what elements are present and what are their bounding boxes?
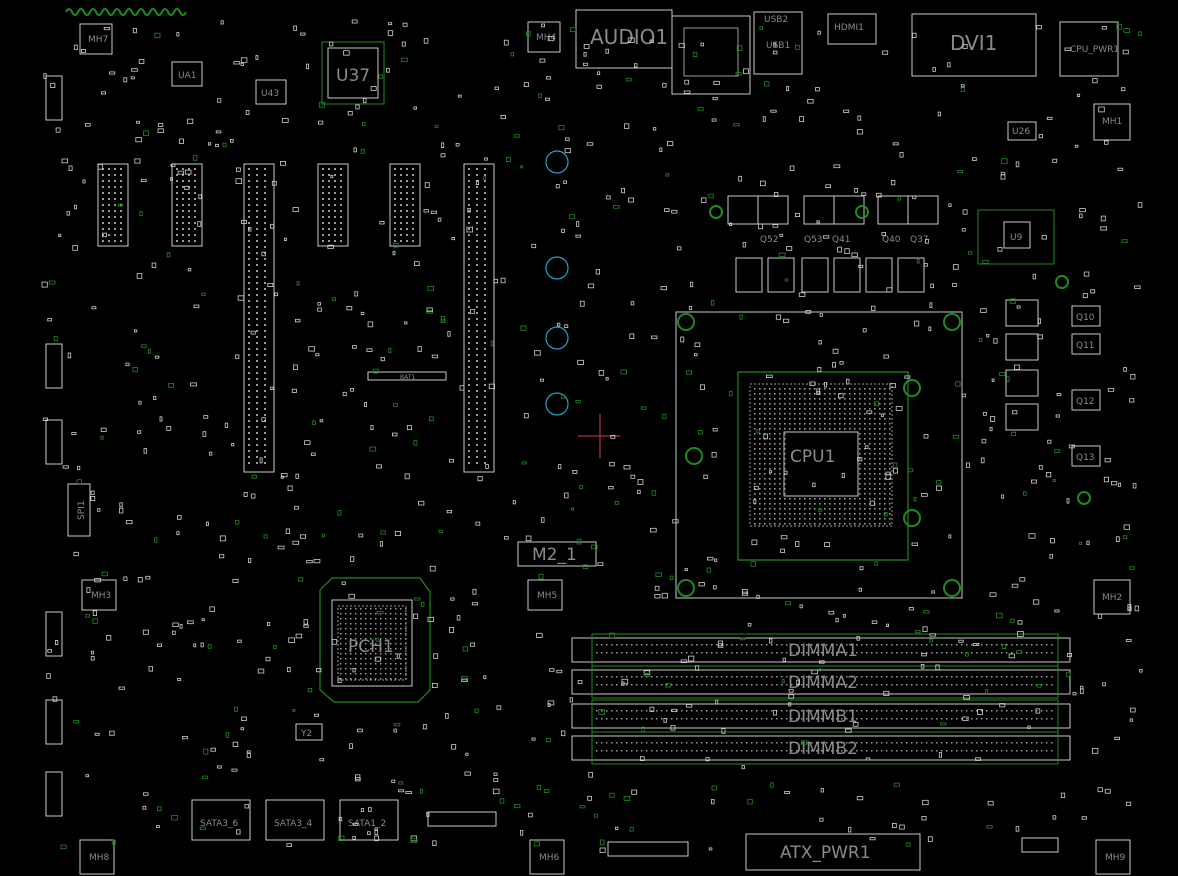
sata2-label: SATA1_2 [348, 819, 386, 829]
mh2-label: MH2 [1102, 593, 1122, 603]
smd-component-field [41, 19, 1143, 853]
q53-label: Q53 [804, 235, 823, 245]
u9-chip: U9 [977, 209, 1055, 265]
q13-label: Q13 [1076, 453, 1095, 463]
serpentine-trace [65, 8, 187, 16]
u26-label: U26 [1012, 127, 1030, 137]
u26-chip: U26 [1007, 121, 1037, 141]
q52-label: Q52 [760, 235, 779, 245]
mounting-hole-mh8: MH8 [79, 839, 115, 875]
battery-holder: BAT1 [367, 371, 447, 381]
spi-label: SPI1 [77, 500, 87, 520]
pin-header-block-left [45, 75, 421, 817]
q10-label: Q10 [1076, 313, 1095, 323]
pch-label: PCH1 [348, 637, 394, 657]
mounting-hole-mh2: MH2 [1093, 579, 1131, 615]
mounting-hole-mh9: MH9 [1095, 839, 1131, 875]
cpu-socket: CPU1 [675, 311, 963, 599]
atx-label: ATX_PWR1 [780, 843, 871, 863]
bottom-headers [427, 811, 1059, 857]
sata-port-6: SATA3_6 [191, 799, 251, 841]
u43-label: U43 [261, 89, 279, 99]
q12-label: Q12 [1076, 397, 1095, 407]
dvi-label: DVI1 [950, 31, 997, 55]
audio-label: AUDIO1 [590, 25, 668, 49]
usb2-label: USB2 [764, 15, 788, 25]
chokes-right [1005, 299, 1101, 467]
crystal-y2: Y2 [295, 723, 323, 741]
q11-label: Q11 [1076, 341, 1095, 351]
ua1-chip: UA1 [171, 61, 203, 87]
m2-label: M2_1 [532, 545, 577, 565]
u37-chip: U37 [321, 41, 385, 105]
hdmi-connector: HDMI1 [827, 13, 877, 45]
cpu-pwr-label: CPU_PWR1 [1070, 45, 1119, 55]
u37-label: U37 [336, 66, 370, 86]
cpu-label: CPU1 [790, 447, 835, 467]
bat-label: BAT1 [400, 374, 415, 381]
dimm-a1-label: DIMMA1 [788, 641, 858, 661]
mounting-hole-mh4: MH4 [527, 21, 561, 53]
socket-mount-holes [677, 205, 1091, 597]
crosshair-marker [578, 414, 620, 458]
ua1-label: UA1 [178, 71, 196, 81]
mounting-hole-mh1: MH1 [1093, 103, 1131, 141]
mh7-label: MH7 [88, 35, 108, 45]
mh5-label: MH5 [537, 591, 557, 601]
mh4-label: MH4 [536, 33, 557, 43]
atx-power-connector: ATX_PWR1 [745, 833, 921, 871]
standoff-holes [545, 150, 569, 416]
y2-label: Y2 [300, 729, 312, 739]
q37-label: Q37 [910, 235, 929, 245]
cpu-power-connector: CPU_PWR1 [1059, 21, 1119, 77]
dvi-connector: DVI1 [911, 13, 1037, 77]
pcie-slot-2 [463, 163, 495, 473]
u43-chip: U43 [255, 79, 287, 105]
sata-port-2: SATA1_2 [339, 799, 399, 841]
mh6-label: MH6 [539, 853, 560, 863]
m2-slot: M2_1 [517, 541, 597, 567]
q41-label: Q41 [832, 235, 851, 245]
mh9-label: MH9 [1105, 853, 1126, 863]
dimm-a2-label: DIMMA2 [788, 673, 858, 693]
q40-label: Q40 [882, 235, 901, 245]
hdmi-label: HDMI1 [834, 23, 864, 33]
mounting-hole-mh7: MH7 [79, 23, 113, 55]
vrm-mosfets [727, 195, 939, 293]
pcie-slot-1 [243, 163, 275, 473]
dimm-slot-b1: DIMMB1 [571, 699, 1071, 733]
sata-port-4: SATA3_4 [265, 799, 325, 841]
usb1-label: USB1 [766, 41, 790, 51]
dimm-b1-label: DIMMB1 [788, 707, 858, 727]
sata6-label: SATA3_6 [200, 819, 239, 829]
mounting-hole-mh5: MH5 [527, 579, 563, 611]
mh8-label: MH8 [89, 853, 110, 863]
sata4-label: SATA3_4 [274, 819, 313, 829]
u9-label: U9 [1010, 233, 1023, 243]
usb-connector: USB2 USB1 [753, 11, 803, 75]
mh3-label: MH3 [91, 591, 111, 601]
mh1-label: MH1 [1102, 117, 1122, 127]
mounting-hole-mh3: MH3 [81, 579, 117, 611]
lan-usb-connector [671, 15, 751, 95]
mounting-hole-mh6: MH6 [529, 839, 565, 875]
